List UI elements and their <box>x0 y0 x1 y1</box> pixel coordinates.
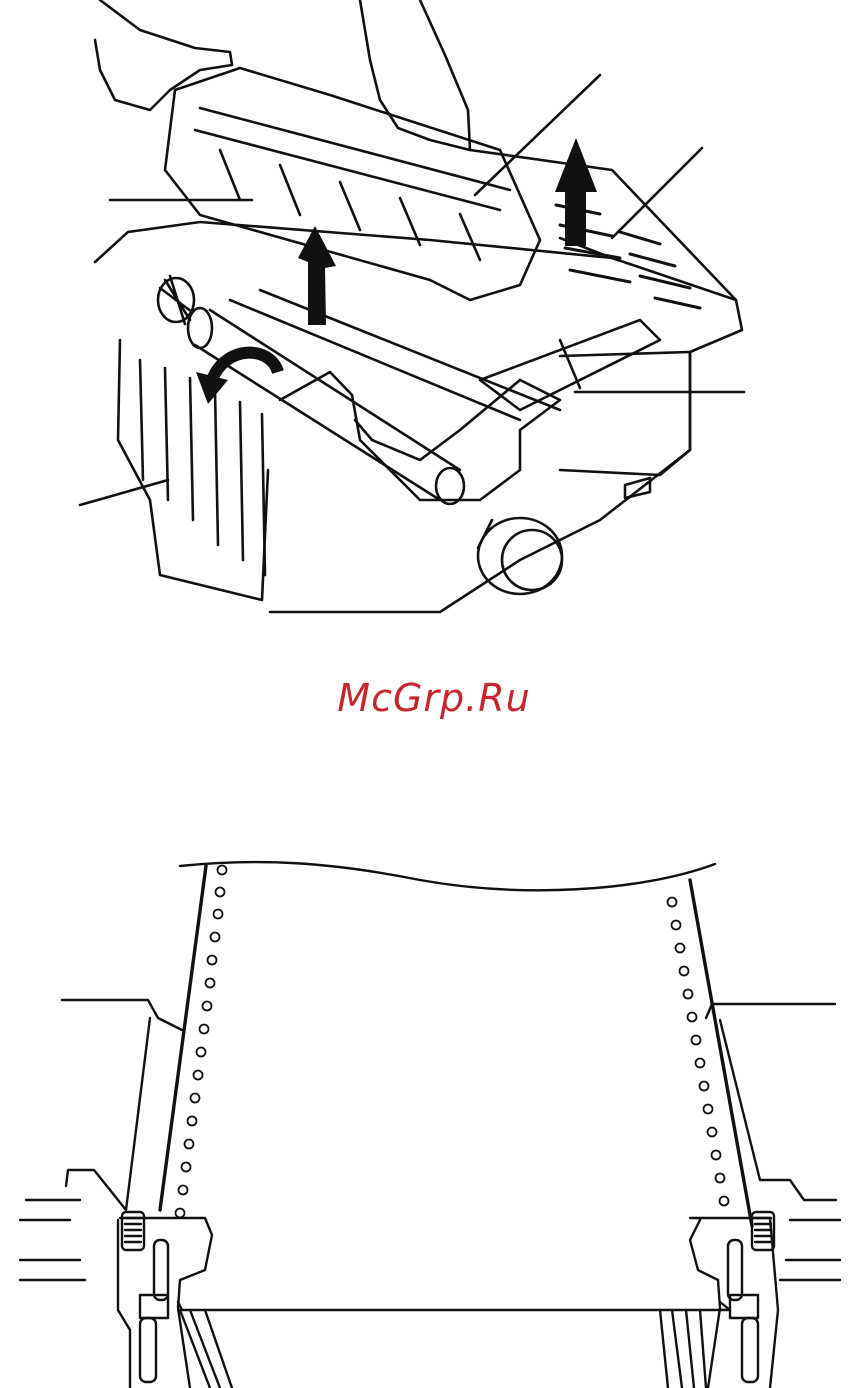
left-hand <box>95 0 232 110</box>
printer-open-cover-illustration <box>0 0 868 630</box>
platen-roller <box>195 310 460 500</box>
watermark-text: McGrp.Ru <box>0 668 868 728</box>
printer-right-housing <box>560 352 690 475</box>
release-lever <box>280 372 560 500</box>
continuous-paper-sheet <box>180 862 715 890</box>
left-frame <box>62 1000 182 1030</box>
callout-line-separator <box>80 480 168 505</box>
right-hand <box>360 0 470 150</box>
left-tractor <box>118 1218 212 1388</box>
continuous-paper-tractor-illustration <box>0 840 868 1388</box>
up-arrow-icon <box>298 226 336 325</box>
curved-arrow-icon <box>196 353 278 404</box>
callout-line-lid <box>612 148 702 238</box>
right-frame <box>706 1004 835 1018</box>
platen-knob <box>478 518 562 594</box>
up-arrow-icon <box>555 138 597 246</box>
